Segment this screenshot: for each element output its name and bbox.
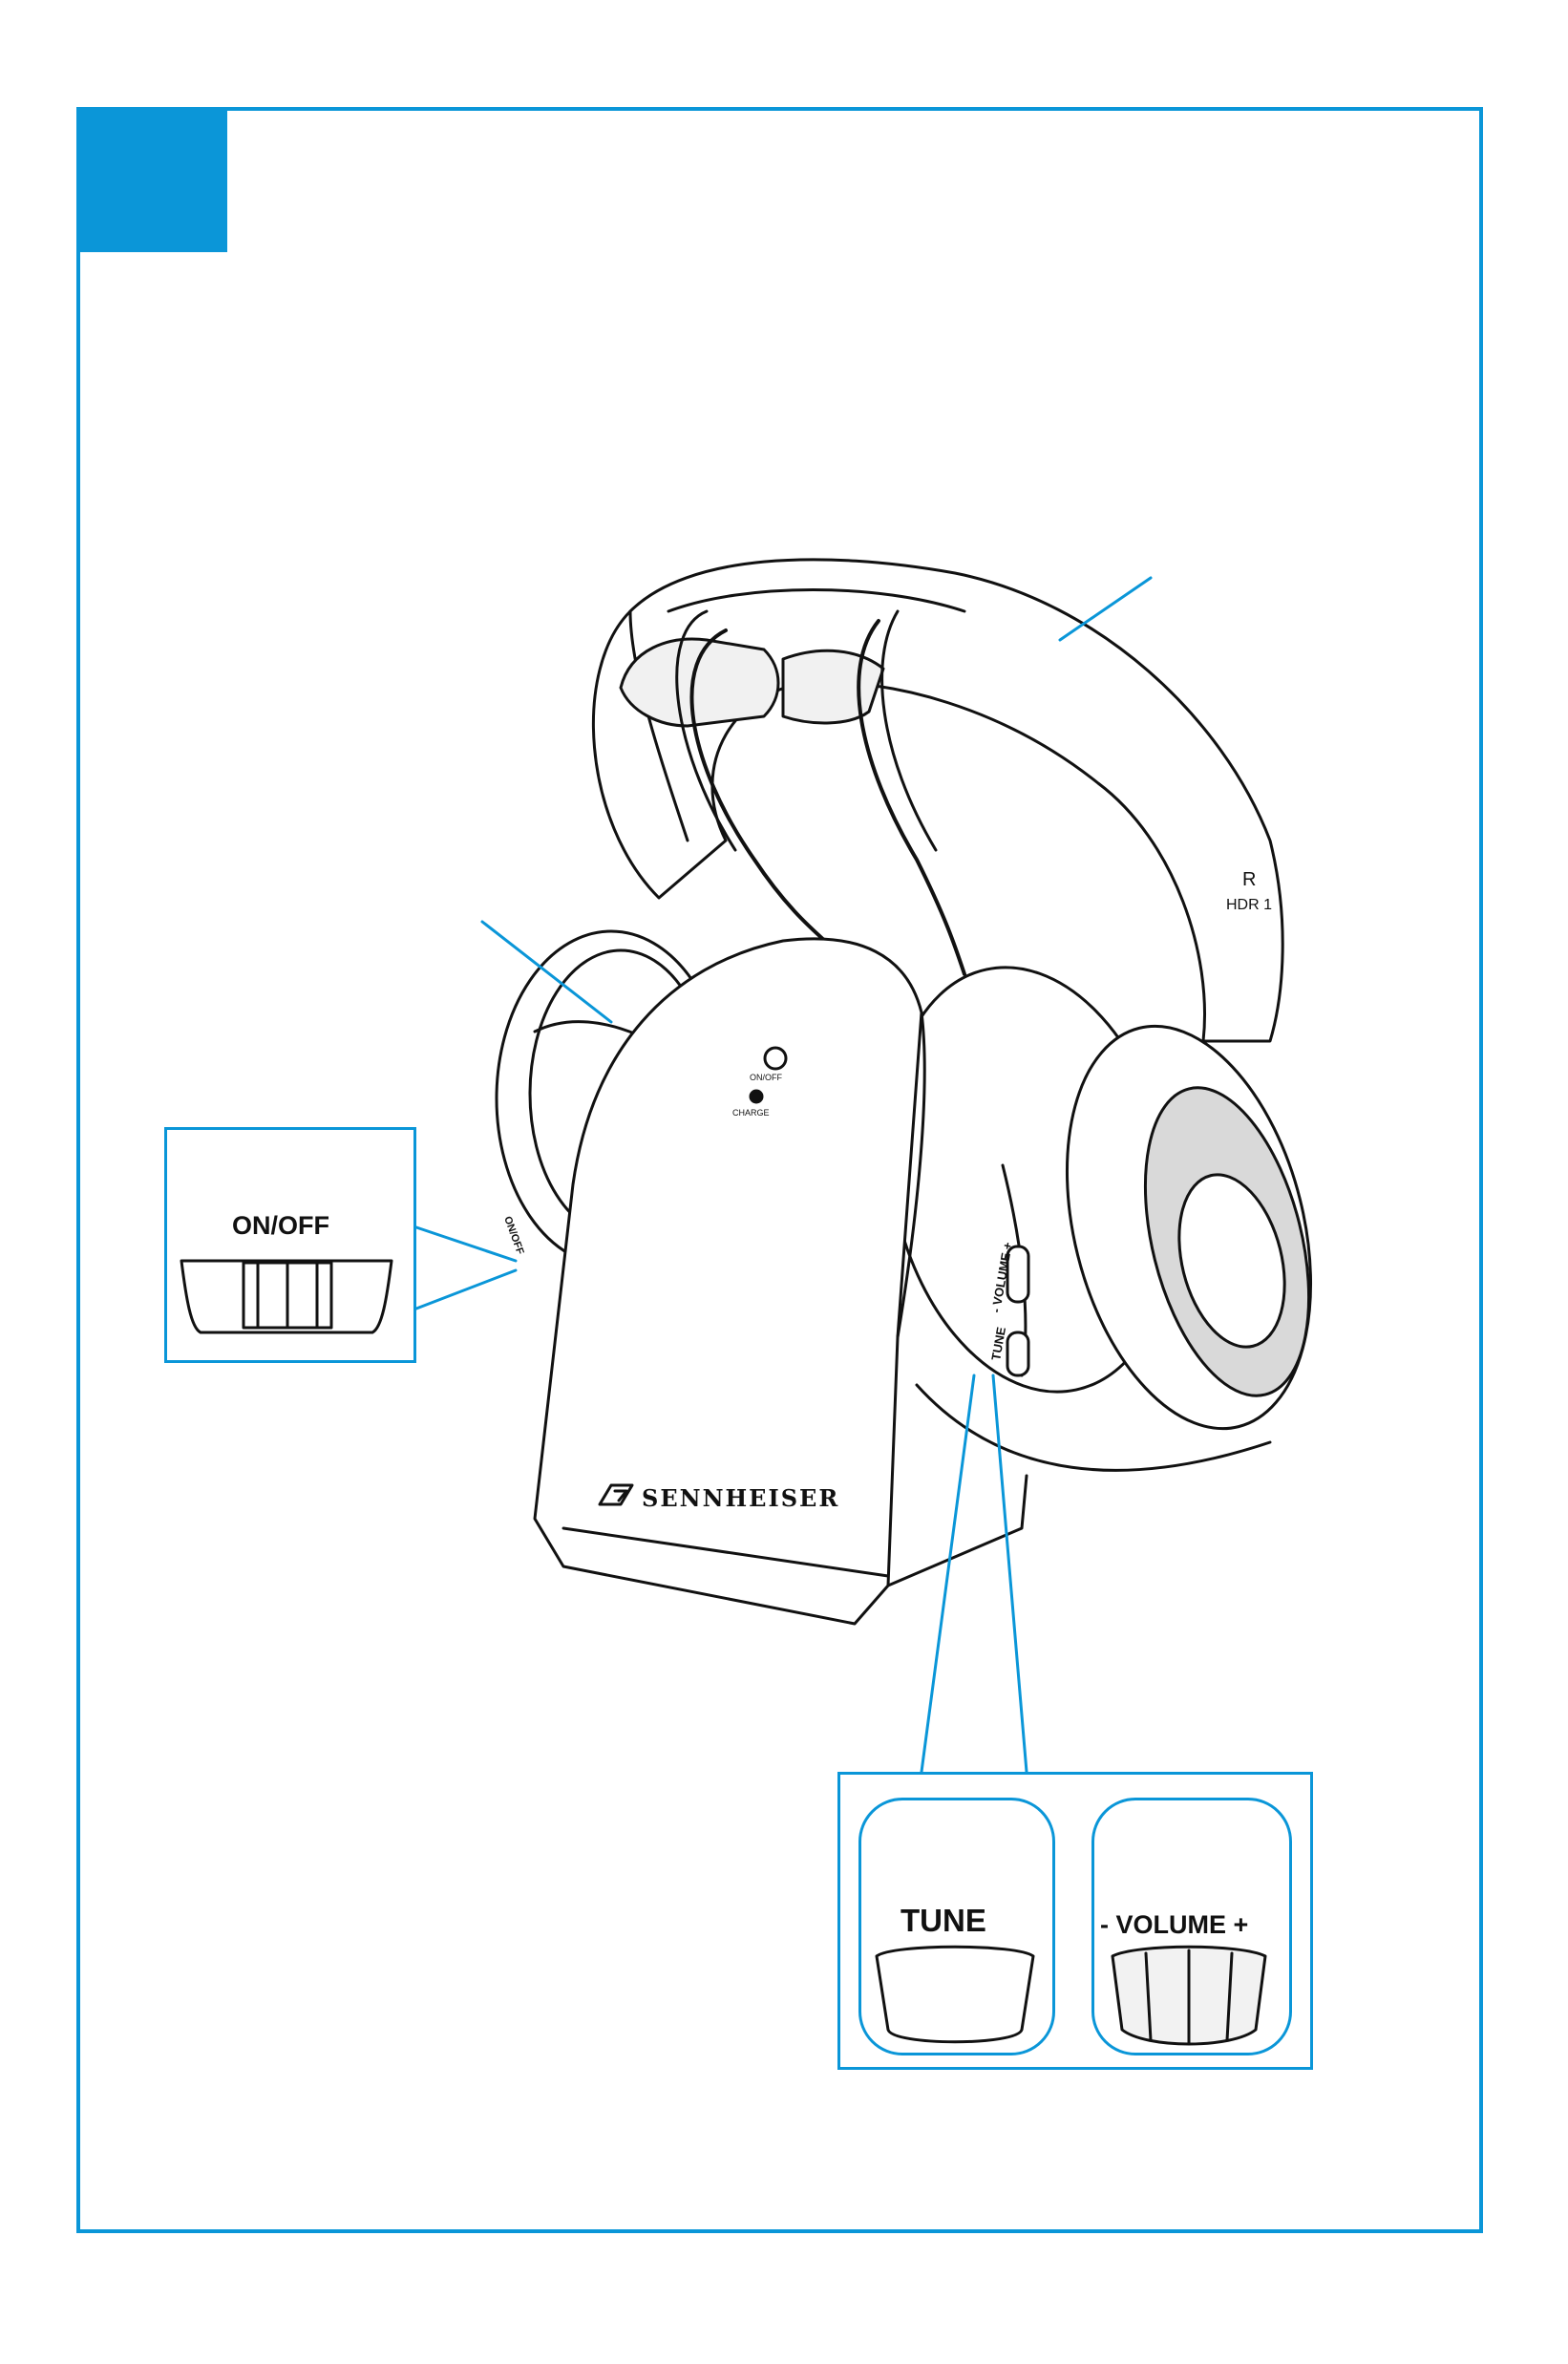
base-button-1-text: ON/OFF: [750, 1073, 782, 1082]
sennheiser-logo-icon: [598, 1483, 634, 1506]
model-text: HDR 1: [1226, 897, 1272, 913]
base-button-2-text: CHARGE: [732, 1108, 770, 1118]
headband-leader-line: [1058, 576, 1153, 642]
onoff-label: ON/OFF: [232, 1211, 329, 1240]
volume-callout-panel: [1091, 1798, 1292, 2055]
wire-hanger-right: [857, 619, 966, 976]
page-frame: [76, 107, 1483, 2233]
earcup-onoff-text: ON/OFF: [501, 1215, 526, 1256]
earcup-tune-button: [1006, 1331, 1030, 1377]
side-marker-text: R: [1242, 869, 1256, 890]
tune-label: TUNE: [901, 1903, 986, 1938]
earcup-leader-line: [480, 920, 613, 1024]
charge-led: [749, 1089, 764, 1104]
charging-base: [533, 937, 923, 1626]
corner-tab: [76, 107, 227, 252]
onoff-leader-lines: [414, 1225, 518, 1310]
controls-leader-lines: [920, 1374, 1028, 1774]
wire-hanger-left: [689, 628, 842, 957]
base-onoff-button: [763, 1046, 788, 1071]
brand-text: SENNHEISER: [642, 1484, 839, 1512]
volume-label: - VOLUME +: [1100, 1910, 1249, 1939]
tune-button-detail: [875, 1945, 1035, 2044]
headband-pad: [619, 637, 780, 728]
tune-callout-panel: [858, 1798, 1055, 2055]
earcup-volume-wheel: [1006, 1245, 1030, 1304]
headband: [591, 558, 1284, 1043]
earcup-tune-text: TUNE: [988, 1326, 1008, 1362]
